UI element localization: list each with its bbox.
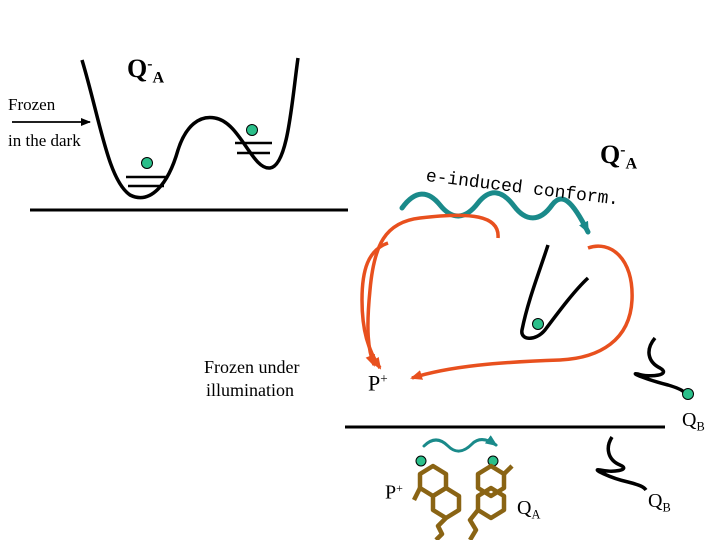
electron-qb-mid — [682, 388, 694, 400]
qa-top-main: Q — [127, 54, 148, 83]
qa-bottom-label: QA — [517, 498, 540, 521]
teal-wave-arrow-top — [399, 190, 591, 235]
p-plus-bottom-sup: + — [396, 481, 403, 495]
p-plus-mid-label: P+ — [368, 372, 388, 394]
p-plus-bottom-main: P — [385, 481, 397, 504]
qb-squiggle-mid — [633, 336, 686, 394]
qa-right-sup: - — [620, 141, 626, 159]
qa-right-main: Q — [600, 140, 621, 169]
p-plus-bottom-label: P+ — [385, 482, 403, 503]
qa-right-label: Q-A — [600, 142, 637, 173]
qb-mid-main: Q — [682, 409, 697, 431]
conformation-v-shape — [520, 244, 590, 340]
electron-right-well — [246, 124, 258, 136]
qa-bottom-main: Q — [517, 497, 532, 519]
frozen-dark-line1: Frozen — [8, 95, 56, 114]
qb-squiggle-bottom — [595, 436, 648, 492]
qb-bottom-main: Q — [648, 490, 663, 512]
p-plus-mid-main: P — [368, 370, 381, 396]
orange-down-arrow — [360, 241, 389, 370]
frozen-illum-line1: Frozen under — [204, 357, 300, 377]
frozen-illum-line2: illumination — [206, 380, 294, 400]
frozen-dark-line2: in the dark — [8, 131, 81, 150]
qb-mid-label: QB — [682, 410, 705, 433]
qa-top-sup: - — [147, 55, 153, 73]
electron-conformation — [532, 318, 544, 330]
double-well-potential — [80, 57, 300, 200]
electron-left-well — [141, 157, 153, 169]
qb-mid-sub: B — [696, 419, 705, 434]
electron-bottom-left — [415, 455, 427, 467]
p-plus-mid-sup: + — [380, 371, 388, 386]
qb-bottom-label: QB — [648, 491, 671, 514]
qa-top-sub: A — [152, 69, 165, 87]
quinone-molecule-right — [467, 463, 514, 540]
orange-return-arrow — [410, 244, 634, 380]
quinone-molecule-left — [411, 463, 462, 540]
qa-right-sub: A — [625, 155, 638, 173]
teal-wave-arrow-bottom — [422, 435, 498, 453]
qa-top-label: Q-A — [127, 56, 164, 87]
qa-bottom-sub: A — [531, 507, 541, 522]
orange-loop-arrow — [365, 213, 500, 367]
qb-bottom-sub: B — [662, 500, 671, 515]
